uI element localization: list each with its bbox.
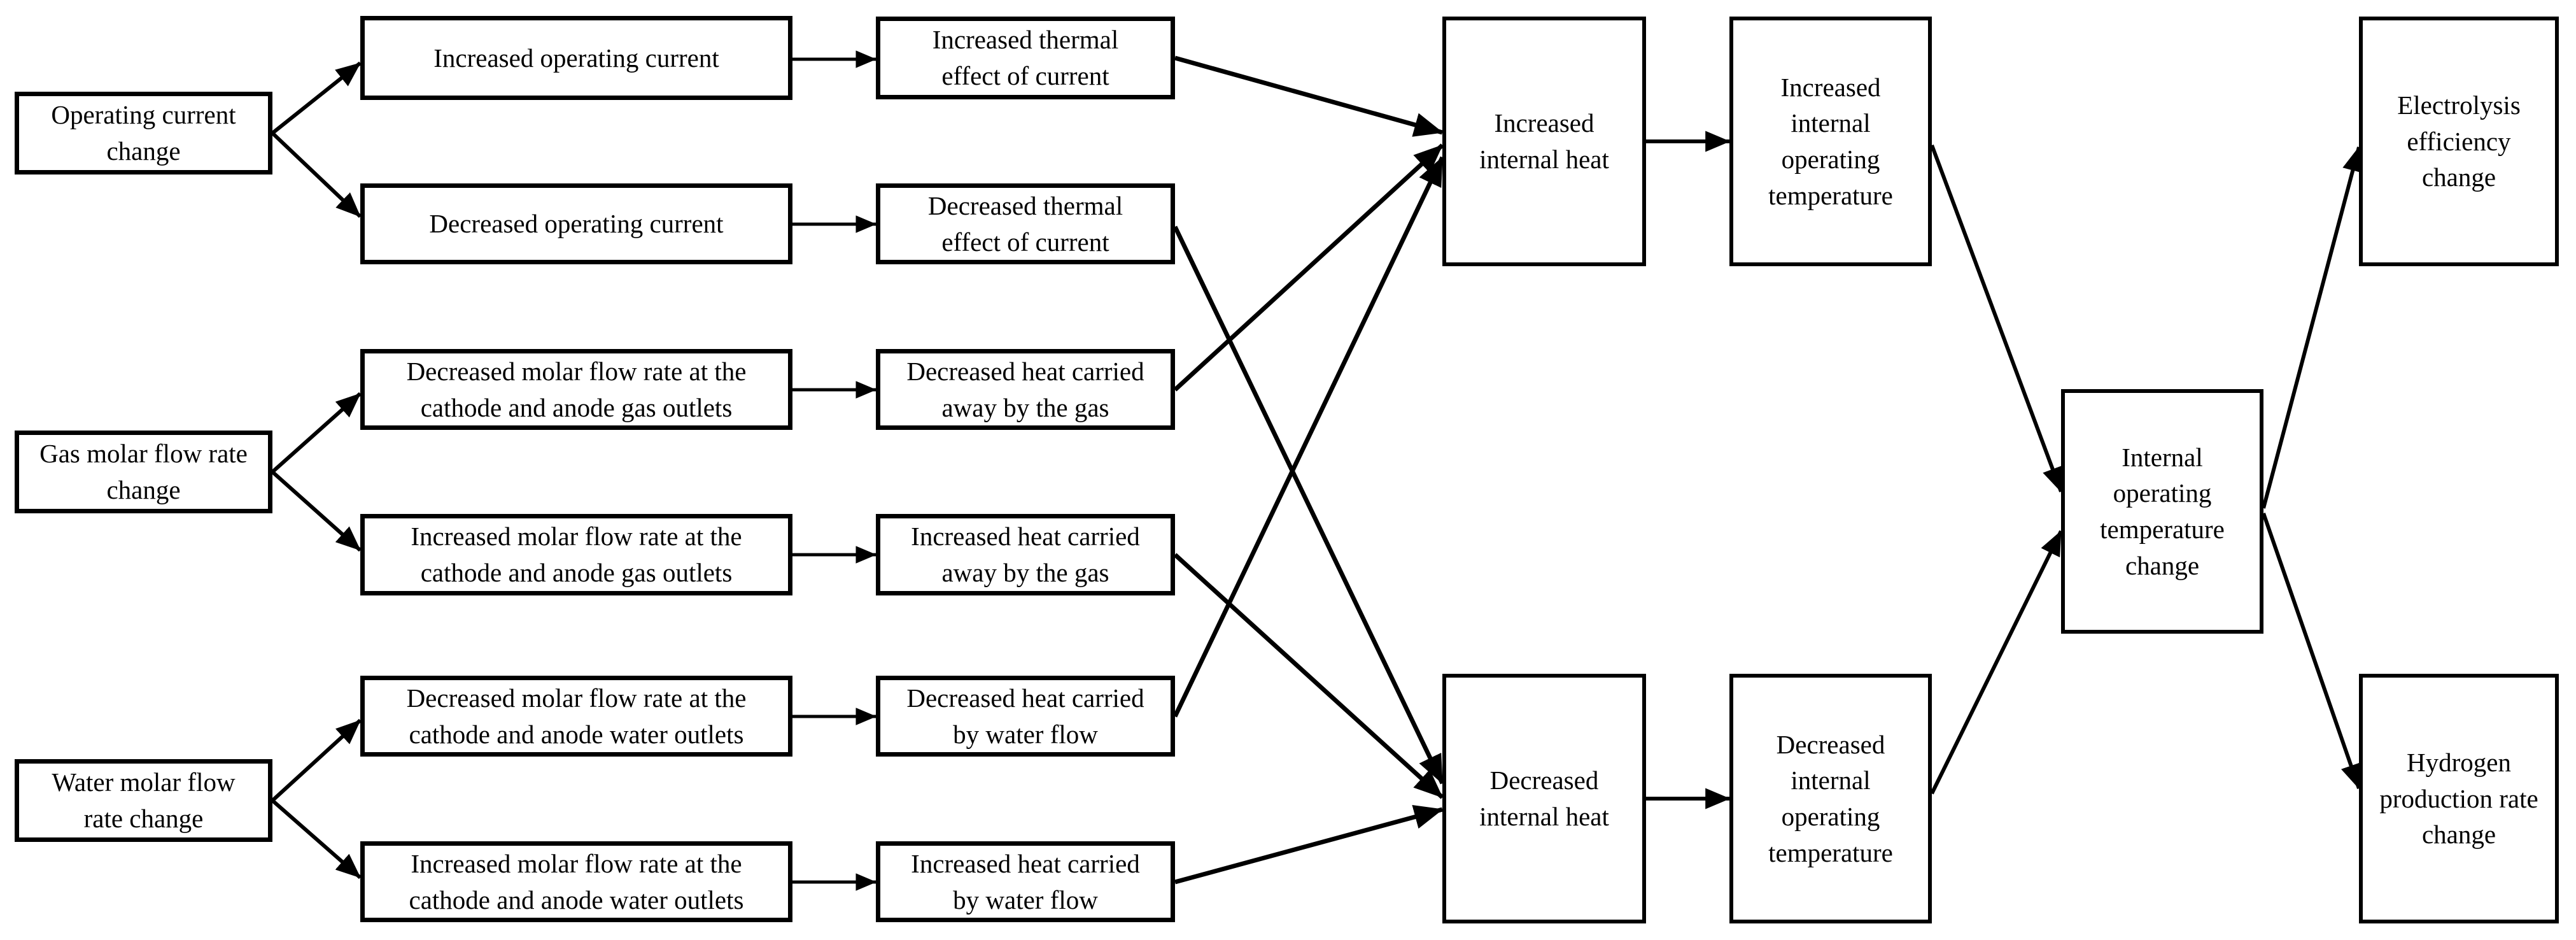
arrow-L2-to-M4 xyxy=(271,470,362,552)
node-increased-internal-heat: Increased internal heat xyxy=(1442,17,1646,266)
node-gas-molar-flow-rate-change: Gas molar flow rate change xyxy=(15,431,272,513)
node-operating-current-change: Operating current change xyxy=(15,92,272,174)
node-decreased-operating-current: Decreased operating current xyxy=(360,183,792,264)
arrow-T4-to-H2 xyxy=(1173,553,1444,799)
node-label: Increased molar flow rate at the cathode… xyxy=(409,848,744,915)
node-label: Increased thermal effect of current xyxy=(932,25,1119,90)
node-label: Decreased molar flow rate at the cathode… xyxy=(406,356,747,422)
arrow-L2-to-M3 xyxy=(271,392,362,474)
arrow-T1-to-H1 xyxy=(1174,55,1444,137)
node-label: Decreased molar flow rate at the cathode… xyxy=(406,683,747,749)
node-decreased-internal-operating-temperature: Decreased internal operating temperature xyxy=(1729,674,1932,923)
arrow-L1-to-M2 xyxy=(271,131,362,218)
node-decreased-thermal-effect: Decreased thermal effect of current xyxy=(876,183,1175,264)
node-increased-operating-current: Increased operating current xyxy=(360,16,792,100)
arrow-L1-to-M1 xyxy=(271,61,362,135)
node-label: Increased operating current xyxy=(433,43,719,73)
arrow-O2-to-C xyxy=(1930,530,2063,795)
arrow-L3-to-M6 xyxy=(271,799,362,879)
node-label: Decreased internal operating temperature xyxy=(1768,729,1893,867)
node-label: Decreased heat carried away by the gas xyxy=(906,356,1144,422)
node-label: Decreased internal heat xyxy=(1479,766,1609,831)
arrow-T2-to-H2 xyxy=(1172,225,1445,785)
node-label: Decreased operating current xyxy=(429,209,724,239)
node-hydrogen-production-rate-change: Hydrogen production rate change xyxy=(2359,674,2559,923)
node-label: Operating current change xyxy=(51,100,236,166)
node-label: Decreased heat carried by water flow xyxy=(906,683,1144,749)
node-electrolysis-efficiency-change: Electrolysis efficiency change xyxy=(2359,17,2559,266)
node-decreased-heat-by-water: Decreased heat carried by water flow xyxy=(876,676,1175,757)
node-increased-gas-outlet-flow: Increased molar flow rate at the cathode… xyxy=(360,514,792,595)
node-label: Gas molar flow rate change xyxy=(39,439,248,504)
node-label: Increased heat carried away by the gas xyxy=(911,522,1140,587)
arrow-T3-to-H1 xyxy=(1173,143,1444,392)
node-label: Decreased thermal effect of current xyxy=(927,190,1123,257)
arrow-T5-to-H1 xyxy=(1172,156,1445,718)
node-internal-operating-temperature-change: Internal operating temperature change xyxy=(2061,389,2263,634)
node-label: Increased molar flow rate at the cathode… xyxy=(411,522,742,587)
arrow-O1-to-C xyxy=(1930,144,2063,493)
node-decreased-internal-heat: Decreased internal heat xyxy=(1442,674,1646,923)
node-label: Increased internal heat xyxy=(1479,108,1609,174)
node-decreased-heat-by-gas: Decreased heat carried away by the gas xyxy=(876,349,1175,430)
node-increased-thermal-effect: Increased thermal effect of current xyxy=(876,17,1175,99)
arrow-T6-to-H2 xyxy=(1174,804,1444,885)
node-decreased-gas-outlet-flow: Decreased molar flow rate at the cathode… xyxy=(360,349,792,430)
node-increased-heat-by-gas: Increased heat carried away by the gas xyxy=(876,514,1175,595)
arrow-C-to-R1 xyxy=(2262,146,2363,509)
node-decreased-water-outlet-flow: Decreased molar flow rate at the cathode… xyxy=(360,676,792,757)
node-label: Electrolysis efficiency change xyxy=(2397,90,2521,192)
node-label: Water molar flow rate change xyxy=(52,767,236,833)
node-label: Increased internal operating temperature xyxy=(1768,72,1893,210)
arrow-L3-to-M5 xyxy=(271,718,362,802)
arrow-C-to-R2 xyxy=(2262,513,2361,790)
node-label: Increased heat carried by water flow xyxy=(911,848,1140,915)
node-label: Hydrogen production rate change xyxy=(2379,748,2538,850)
node-increased-heat-by-water: Increased heat carried by water flow xyxy=(876,841,1175,922)
node-water-molar-flow-rate-change: Water molar flow rate change xyxy=(15,759,272,842)
node-increased-internal-operating-temperature: Increased internal operating temperature xyxy=(1729,17,1932,266)
node-increased-water-outlet-flow: Increased molar flow rate at the cathode… xyxy=(360,841,792,922)
node-label: Internal operating temperature change xyxy=(2100,442,2225,580)
